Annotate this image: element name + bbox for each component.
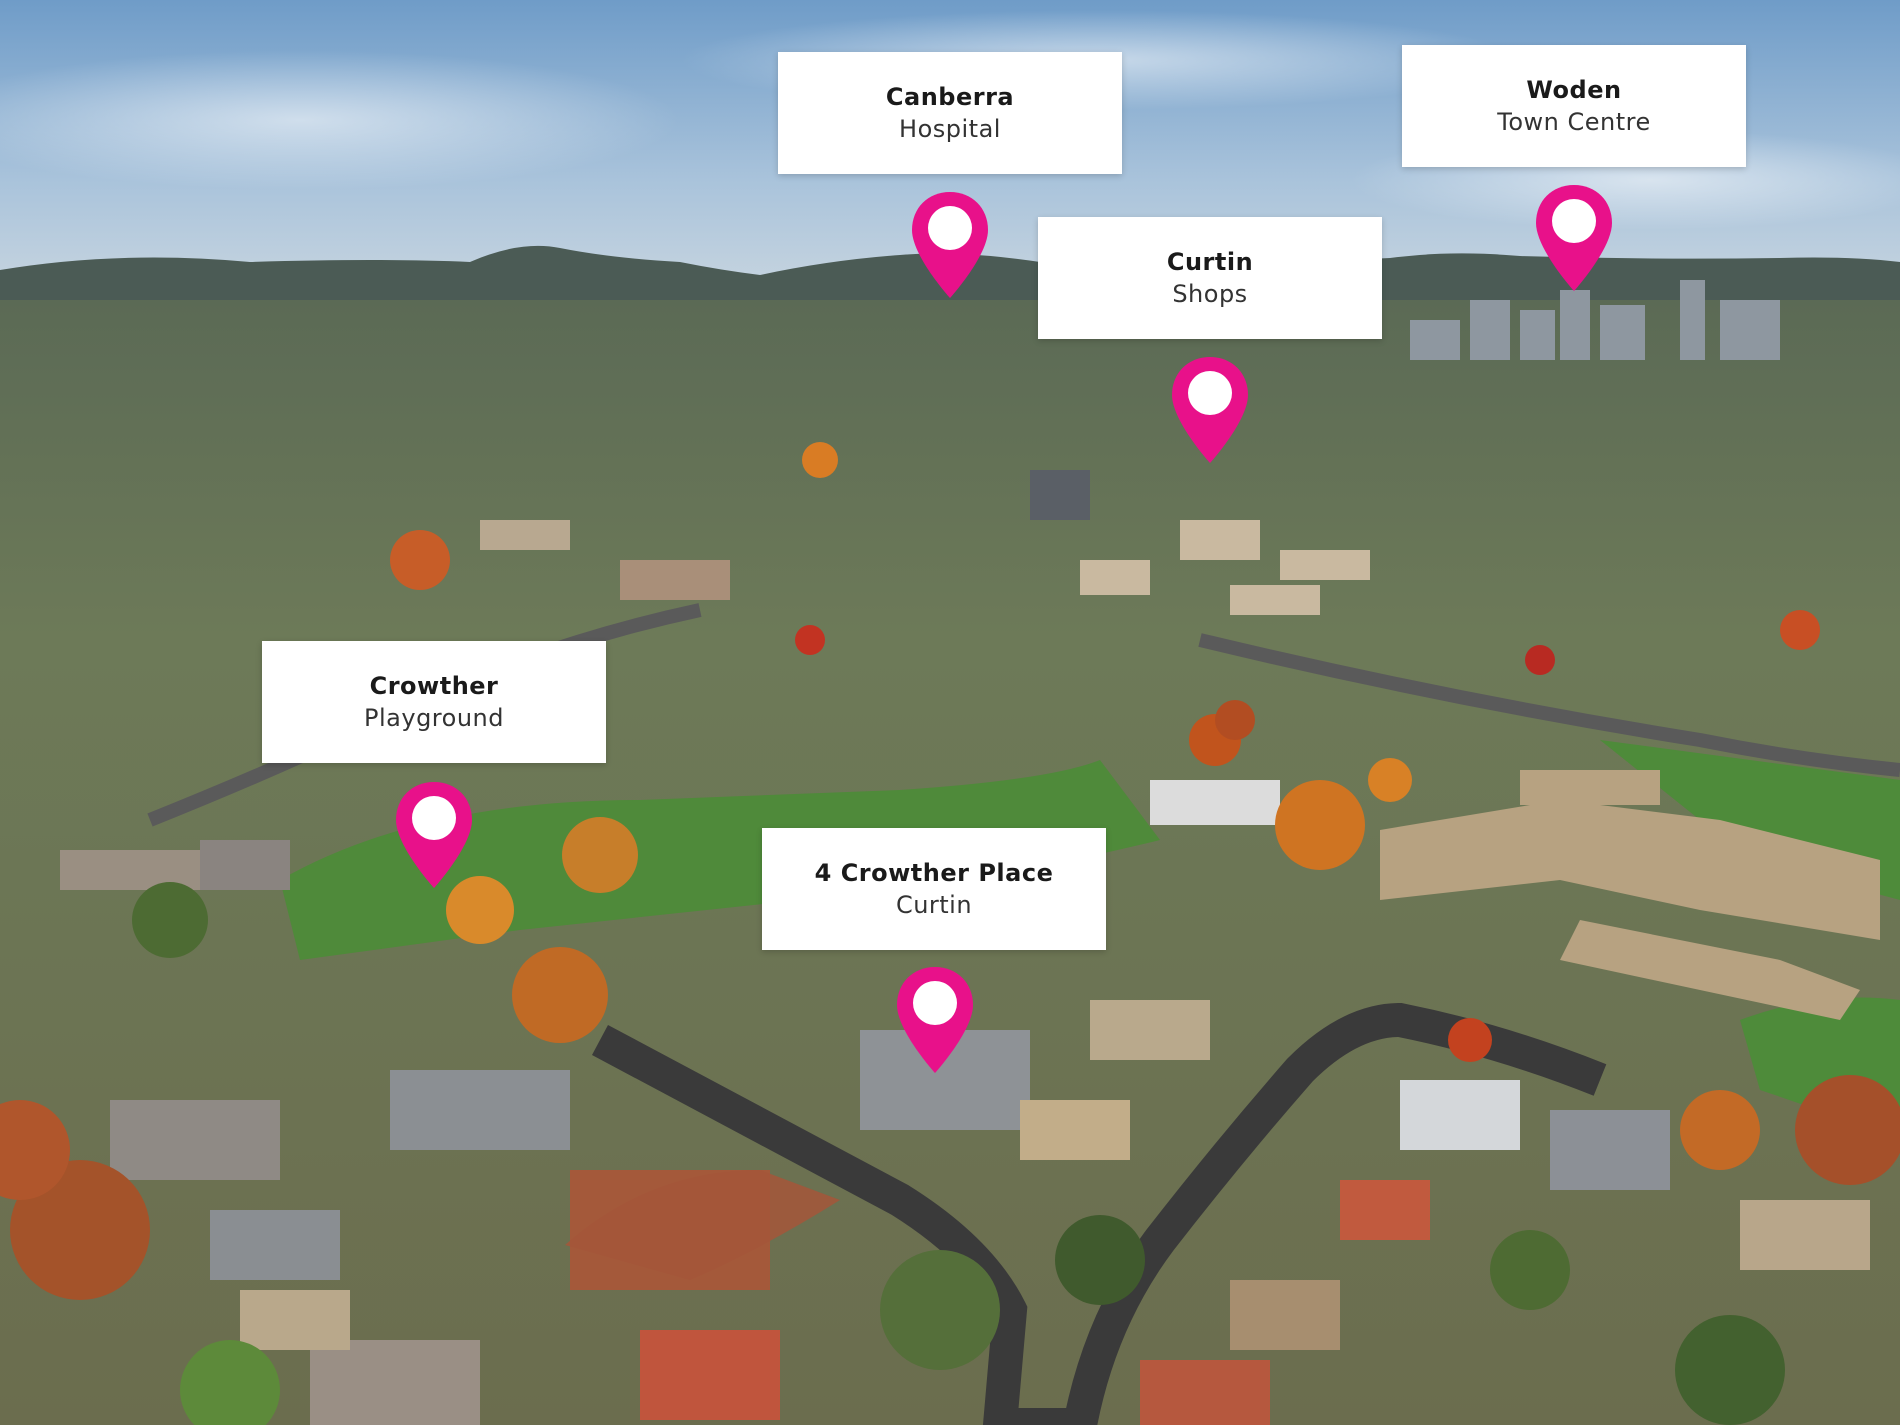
label-curtin-shops: Curtin Shops bbox=[1038, 217, 1382, 339]
woden-buildings bbox=[1410, 280, 1780, 360]
map-pin-icon bbox=[396, 782, 472, 888]
commercial-buildings bbox=[1030, 470, 1370, 615]
map-pin-icon bbox=[1536, 185, 1612, 291]
label-subtitle: Playground bbox=[364, 704, 504, 732]
label-crowther-playground: Crowther Playground bbox=[262, 641, 606, 763]
trees bbox=[0, 442, 1900, 1425]
label-title: Canberra bbox=[885, 83, 1015, 111]
label-subtitle: Shops bbox=[1172, 280, 1248, 308]
label-title: Crowther bbox=[369, 672, 499, 700]
complex-roofs bbox=[1380, 770, 1880, 1020]
label-title: Curtin bbox=[1166, 248, 1254, 276]
map-pin-icon bbox=[912, 192, 988, 298]
label-property: 4 Crowther Place Curtin bbox=[762, 828, 1106, 950]
map-pin-icon bbox=[1172, 357, 1248, 463]
map-pin-icon bbox=[897, 967, 973, 1073]
label-title: 4 Crowther Place bbox=[814, 859, 1054, 887]
label-title: Woden bbox=[1526, 76, 1622, 104]
label-canberra-hospital: Canberra Hospital bbox=[778, 52, 1122, 174]
house-roofs bbox=[60, 520, 1870, 1425]
label-subtitle: Town Centre bbox=[1497, 108, 1651, 136]
label-woden-town-centre: Woden Town Centre bbox=[1402, 45, 1746, 167]
label-subtitle: Curtin bbox=[895, 891, 973, 919]
label-subtitle: Hospital bbox=[899, 115, 1001, 143]
